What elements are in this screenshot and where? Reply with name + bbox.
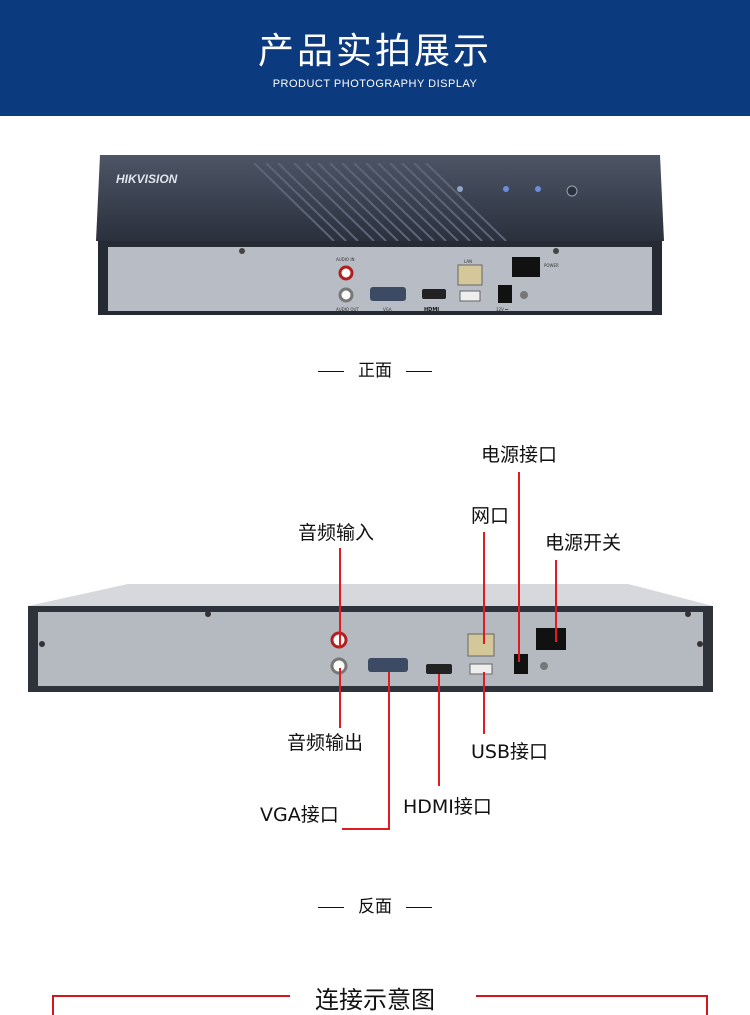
callout-line-network-port bbox=[483, 532, 485, 644]
audio-out-port-icon bbox=[338, 287, 354, 303]
hdmi-port-icon bbox=[422, 289, 446, 299]
power-switch-icon bbox=[512, 257, 540, 277]
callout-line-audio-out bbox=[339, 668, 341, 728]
label-hdmi-port: HDMI接口 bbox=[403, 796, 492, 818]
brand-logo: HIKVISION bbox=[116, 172, 178, 186]
svg-text:POWER: POWER bbox=[544, 263, 559, 268]
label-network-port: 网口 bbox=[471, 505, 510, 527]
usb-port-icon bbox=[469, 663, 493, 675]
callout-line-audio-in bbox=[339, 548, 341, 648]
front-caption: 正面 bbox=[0, 356, 750, 381]
diagram-title: 连接示意图 bbox=[315, 986, 435, 1014]
label-power-port: 电源接口 bbox=[481, 444, 558, 466]
dc-power-port-icon bbox=[498, 285, 512, 303]
lan-port-icon bbox=[467, 633, 495, 657]
header-banner: 产品实拍展示 PRODUCT PHOTOGRAPHY DISPLAY bbox=[0, 0, 750, 116]
diagram-frame-corner-left bbox=[52, 995, 54, 1015]
status-led-icon bbox=[503, 186, 509, 192]
usb-port-icon bbox=[459, 290, 481, 302]
page-subtitle: PRODUCT PHOTOGRAPHY DISPLAY bbox=[272, 78, 478, 90]
device-rear-panel bbox=[38, 612, 703, 686]
lan-port-icon bbox=[457, 264, 483, 286]
hdmi-port-icon bbox=[426, 664, 452, 674]
callout-line-power-port bbox=[518, 472, 520, 662]
label-usb-port: USB接口 bbox=[471, 741, 549, 763]
callout-line-vga-h bbox=[342, 828, 390, 830]
ground-icon bbox=[520, 291, 528, 299]
device-rear-panel bbox=[108, 247, 652, 311]
diagram-frame-line-left bbox=[52, 995, 290, 997]
callout-line-vga bbox=[388, 672, 390, 830]
back-caption: 反面 bbox=[0, 892, 750, 917]
audio-in-port-icon bbox=[338, 265, 354, 281]
front-device-photo: HIKVISION AUDIO IN AUDIO OUT VGA HDMI LA… bbox=[96, 155, 664, 315]
power-indicator-icon bbox=[566, 185, 578, 197]
page-title: 产品实拍展示 bbox=[257, 31, 492, 72]
power-switch-icon bbox=[536, 628, 566, 650]
device-top-surface bbox=[28, 584, 713, 606]
callout-line-hdmi bbox=[438, 674, 440, 786]
status-led-icon bbox=[535, 186, 541, 192]
status-led-icon bbox=[457, 186, 463, 192]
label-power-switch: 电源开关 bbox=[545, 532, 622, 554]
svg-text:12V ⎓: 12V ⎓ bbox=[496, 307, 509, 312]
svg-text:AUDIO OUT: AUDIO OUT bbox=[336, 307, 359, 312]
svg-text:LAN: LAN bbox=[464, 259, 472, 264]
svg-text:VGA: VGA bbox=[383, 307, 392, 312]
svg-text:AUDIO IN: AUDIO IN bbox=[336, 257, 355, 262]
callout-line-usb bbox=[483, 672, 485, 734]
label-audio-in: 音频输入 bbox=[298, 522, 375, 544]
rear-device-photo bbox=[28, 584, 713, 692]
device-top-cover bbox=[96, 155, 664, 241]
vga-port-icon bbox=[370, 287, 406, 301]
ground-icon bbox=[540, 662, 548, 670]
diagram-frame-line-right bbox=[476, 995, 708, 997]
label-audio-out: 音频输出 bbox=[287, 732, 364, 754]
label-vga-port: VGA接口 bbox=[260, 804, 339, 826]
diagram-frame-corner-right bbox=[706, 995, 708, 1015]
vga-port-icon bbox=[368, 658, 408, 672]
callout-line-power-switch bbox=[555, 560, 557, 642]
dc-power-port-icon bbox=[514, 654, 528, 674]
svg-text:HDMI: HDMI bbox=[424, 307, 439, 313]
